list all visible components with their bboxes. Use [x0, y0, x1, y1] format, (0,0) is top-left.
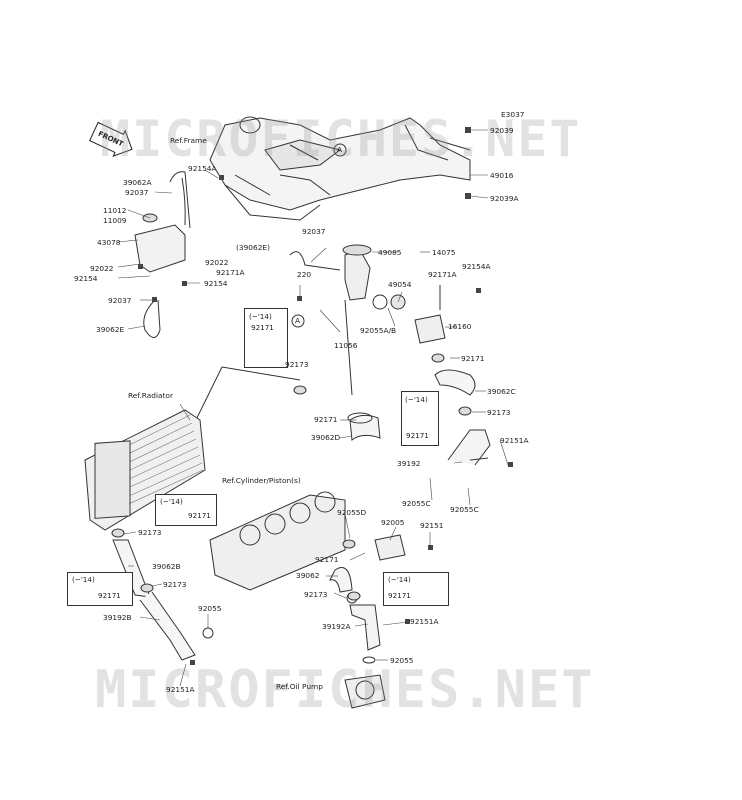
ref-frame: Ref.Frame	[170, 136, 207, 145]
frame-part	[209, 116, 471, 221]
part-label: 92055	[390, 656, 414, 665]
part-label: 14075	[432, 248, 456, 257]
ref-radiator: Ref.Radiator	[128, 391, 173, 400]
part-label: 39062C	[487, 387, 516, 396]
part-label: 92005	[381, 518, 405, 527]
part-label: 92173	[304, 590, 328, 599]
part-label: 92171	[188, 511, 211, 520]
part-label: 92154A	[188, 164, 217, 173]
part-label: 92173	[138, 528, 162, 537]
year-note: (~'14)	[405, 395, 428, 404]
part-label: 92171	[315, 555, 339, 564]
part-label: 11012	[103, 206, 127, 215]
part-label: 92055A/B	[360, 326, 397, 335]
part-label: 39192	[397, 459, 421, 468]
part-label: 92154	[74, 274, 98, 283]
part-label: 49016	[490, 171, 514, 180]
part-label: 92151	[420, 521, 444, 530]
year-note: (~'14)	[249, 312, 272, 321]
watermark-bottom: MICROFICHES.NET	[95, 660, 595, 720]
part-label: 92171	[406, 431, 429, 440]
part-label: 92022	[205, 258, 229, 267]
part-label: 92154A	[462, 262, 491, 271]
part-label: 92039	[490, 126, 514, 135]
part-label: 92055C	[450, 505, 479, 514]
part-label: 92171	[314, 415, 338, 424]
part-label: 92037	[125, 188, 149, 197]
part-label: 92039A	[490, 194, 519, 203]
part-label: 92055	[198, 604, 222, 613]
part-label: 49085	[378, 248, 402, 257]
part-label: 92154	[204, 279, 228, 288]
year-note: (~'14)	[160, 497, 183, 506]
part-label: 11056	[334, 341, 358, 350]
diagram-code: E3037	[501, 110, 525, 119]
part-label: 220	[297, 270, 312, 279]
part-label: 92055D	[337, 508, 367, 517]
part-label: 92171A	[428, 270, 457, 279]
fitting-92005-part	[374, 534, 406, 561]
thermostat-housing-part	[414, 314, 446, 344]
part-label: 92055C	[402, 499, 431, 508]
part-label: 16160	[448, 322, 472, 331]
year-box-5: (~'14) 92171	[383, 572, 449, 606]
part-label: 92037	[302, 227, 326, 236]
pipe-39192a-part	[349, 604, 381, 651]
part-label: 92151A	[410, 617, 439, 626]
year-box-3: (~'14) 92171	[155, 494, 217, 526]
part-label: (39062E)	[236, 243, 270, 252]
part-label: 92151A	[500, 436, 529, 445]
part-label: 11009	[103, 216, 127, 225]
year-note: (~'14)	[72, 575, 95, 584]
part-label: 92173	[487, 408, 511, 417]
part-label: 92171	[98, 591, 121, 600]
oil-pump-part	[344, 674, 386, 709]
part-label: 92173	[163, 580, 187, 589]
ref-oil-pump: Ref.Oil Pump	[276, 682, 323, 691]
filler-neck-part	[342, 244, 406, 310]
part-label: 43078	[97, 238, 121, 247]
part-label: 92171	[461, 354, 485, 363]
year-note: (~'14)	[388, 575, 411, 584]
part-label: 39062D	[311, 433, 341, 442]
overflow-hose-part	[143, 299, 161, 338]
part-label: 39192A	[322, 622, 351, 631]
callout-a-top: A	[337, 145, 343, 154]
part-label: 39062B	[152, 562, 181, 571]
part-label: 92037	[108, 296, 132, 305]
year-box-1: (~'14) 92171	[244, 308, 288, 368]
front-arrow-icon	[88, 121, 133, 157]
cylinder-block-part	[209, 491, 346, 591]
watermark-top: MICROFICHES.NET	[100, 110, 582, 168]
callout-a-left: A	[295, 316, 301, 325]
pipe-39192-part	[447, 429, 491, 466]
bolt-icons	[138, 127, 513, 665]
part-label: 92171A	[216, 268, 245, 277]
part-label: 39192B	[103, 613, 132, 622]
year-box-2: (~'14) 92171	[401, 391, 439, 446]
pipe-39192b-part	[139, 591, 196, 661]
hose-39062-part	[329, 567, 353, 593]
part-label: 92171	[251, 323, 274, 332]
part-label: 92171	[388, 591, 411, 600]
part-label: 92022	[90, 264, 114, 273]
part-label: 39062A	[123, 178, 152, 187]
hose-39062d-part	[349, 414, 381, 441]
year-box-4: (~'14) 92171	[67, 572, 133, 606]
hose-39062c-part	[434, 369, 476, 396]
radiator-part	[84, 409, 206, 531]
part-label: 39062E	[96, 325, 125, 334]
part-label: 92151A	[166, 685, 195, 694]
part-label: 49054	[388, 280, 412, 289]
part-label: 92173	[285, 360, 309, 369]
ref-cylinder: Ref.Cylinder/Piston(s)	[222, 476, 301, 485]
part-label: 39062	[296, 571, 320, 580]
